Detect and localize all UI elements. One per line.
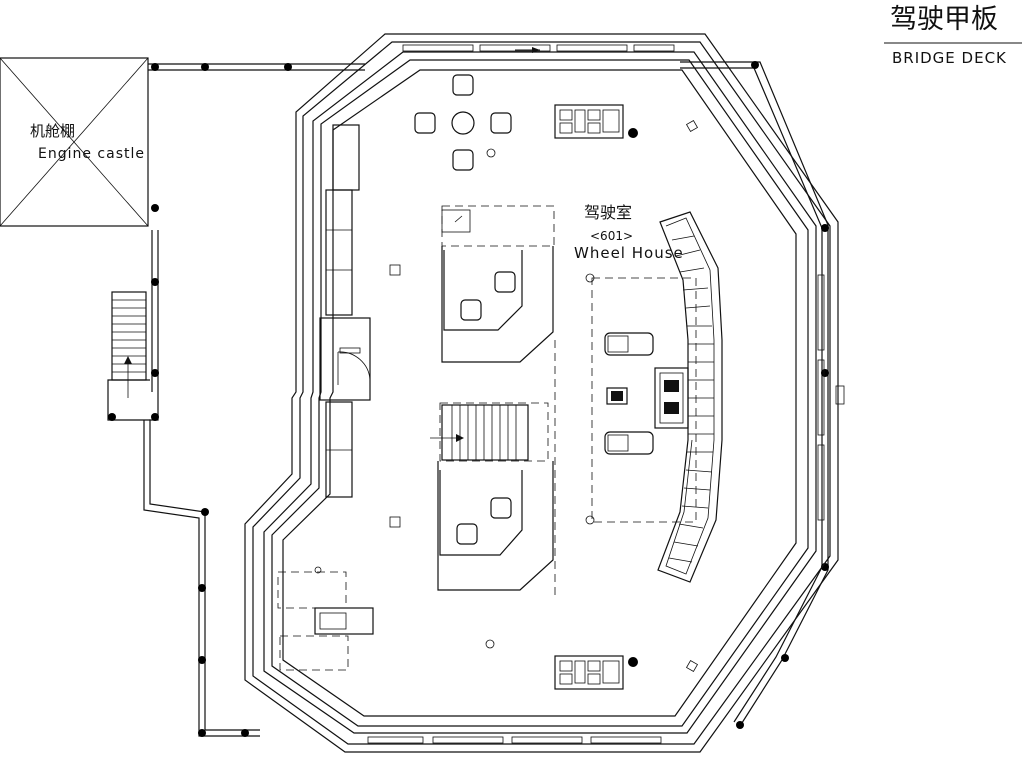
left-lockers xyxy=(319,124,371,498)
central-desks xyxy=(389,205,556,595)
engine-castle-chinese: 机舱棚 xyxy=(30,122,75,140)
open-deck-outline xyxy=(107,61,845,737)
wheelhouse-chinese: 驾驶室 xyxy=(584,203,632,222)
title-english: BRIDGE DECK xyxy=(892,49,1007,67)
engine-castle: 机舱棚 Engine castle xyxy=(0,57,149,227)
console-top xyxy=(554,104,638,139)
wheelhouse-label: 驾驶室 <601> Wheel House xyxy=(574,203,684,262)
wheelhouse-outer-wall xyxy=(244,33,839,753)
steering-area xyxy=(585,273,697,525)
lower-bench-area xyxy=(277,566,495,671)
table-with-chairs xyxy=(414,74,512,171)
engine-castle-english: Engine castle xyxy=(38,146,145,162)
console-bottom xyxy=(554,655,638,690)
side-stair xyxy=(111,291,147,398)
title-chinese: 驾驶甲板 xyxy=(890,4,998,35)
wheelhouse-english: Wheel House xyxy=(574,244,684,262)
title-block: 驾驶甲板 BRIDGE DECK xyxy=(884,4,1022,67)
main-bridge-console xyxy=(654,211,723,583)
wheelhouse-code: <601> xyxy=(590,229,633,243)
